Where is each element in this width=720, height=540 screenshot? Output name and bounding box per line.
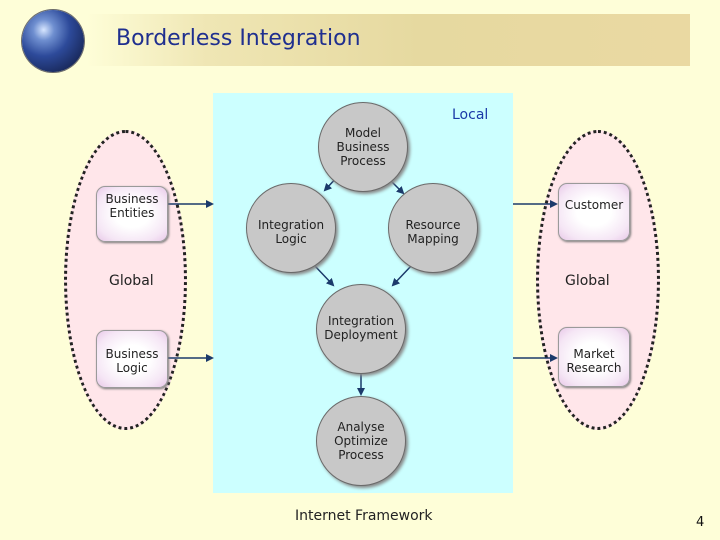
market-research-label: Market Research — [566, 347, 622, 375]
customer-label: Customer — [564, 198, 624, 212]
globe-icon — [22, 10, 84, 72]
local-label: Local — [452, 107, 489, 123]
right-global-label: Global — [565, 273, 610, 289]
business-entities-label: Business Entities — [105, 192, 159, 220]
business-logic-card: Business Logic — [96, 330, 168, 388]
integration-deployment-node: Integration Deployment — [316, 284, 406, 374]
arrow-integration-logic-to-deployment — [313, 264, 335, 287]
integration-logic-node: Integration Logic — [246, 183, 336, 273]
title-banner — [86, 14, 690, 66]
business-logic-label: Business Logic — [105, 347, 159, 375]
analyse-optimize-process-node: Analyse Optimize Process — [316, 396, 406, 486]
integration-deployment-label: Integration Deployment — [324, 314, 398, 342]
resource-mapping-node: Resource Mapping — [388, 183, 478, 273]
model-business-process-label: Model Business Process — [336, 126, 390, 168]
arrow-resource-mapping-to-deployment — [391, 264, 413, 287]
left-global-label: Global — [109, 273, 154, 289]
model-business-process-node: Model Business Process — [318, 102, 408, 192]
integration-logic-label: Integration Logic — [257, 218, 325, 246]
page-number: 4 — [696, 515, 705, 530]
analyse-optimize-process-label: Analyse Optimize Process — [334, 420, 388, 462]
resource-mapping-label: Resource Mapping — [405, 218, 461, 246]
slide-title: Borderless Integration — [116, 26, 361, 51]
customer-card: Customer — [558, 183, 630, 241]
internet-framework-label: Internet Framework — [295, 508, 433, 524]
market-research-card: Market Research — [558, 327, 630, 387]
business-entities-card: Business Entities — [96, 186, 168, 242]
